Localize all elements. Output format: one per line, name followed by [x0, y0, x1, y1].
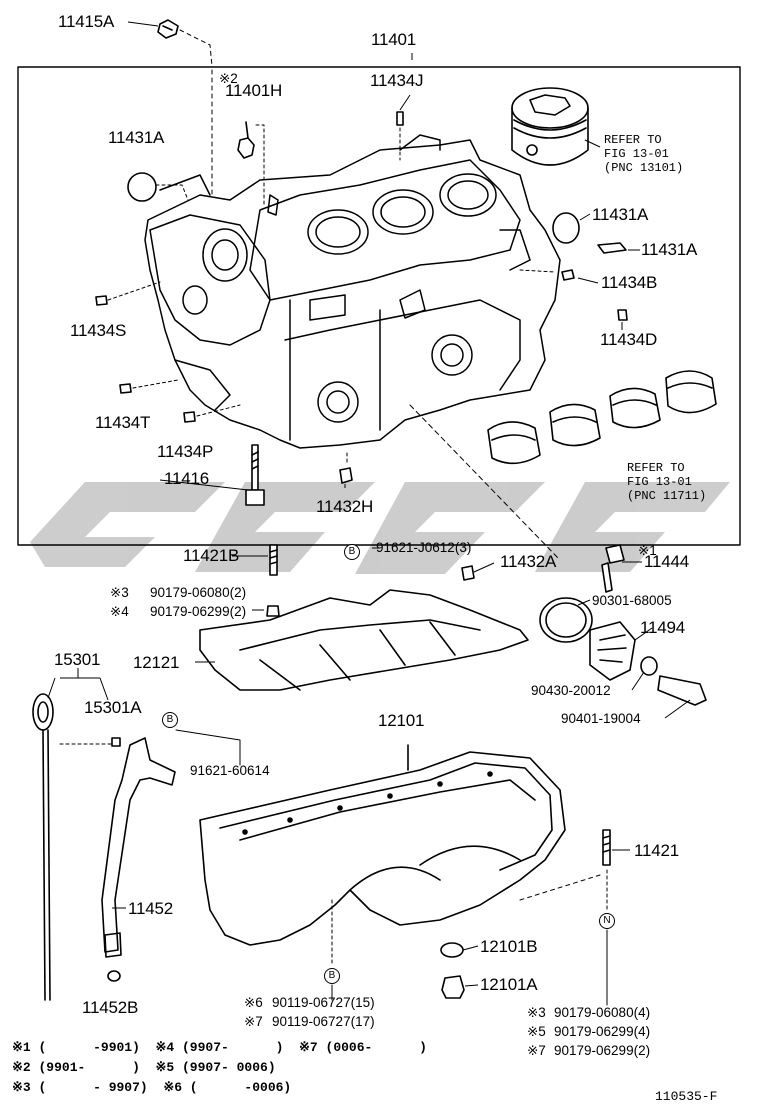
label-11434p: 11434P — [157, 442, 214, 461]
label-11431a-right-2: 11431A — [641, 240, 698, 259]
note-90179-06299-4: 90179-06299(4) — [554, 1024, 651, 1039]
refer-piston-2: FIG 13-01 — [604, 147, 669, 161]
note-mark-7b: ※7 — [527, 1043, 546, 1058]
cylinder-block-drawing — [144, 134, 561, 449]
note-90179-06080-4: 90179-06080(4) — [554, 1005, 651, 1020]
label-11434t: 11434T — [95, 413, 151, 432]
legend-line-1: ※1 ( -9901) ※4 (9907- ) ※7 (0006- ) — [12, 1040, 427, 1055]
bolt-11416-drawing — [245, 444, 265, 506]
label-11444: 11444 — [644, 552, 690, 571]
label-12101b: 12101B — [480, 937, 538, 956]
label-11401h: 11401H — [225, 81, 283, 100]
label-11432h: 11432H — [316, 497, 374, 516]
bearings-drawing — [487, 370, 717, 465]
note-mark-7: ※7 — [244, 1014, 263, 1029]
label-11434s: 11434S — [70, 321, 127, 340]
circle-b-bottom: B — [324, 968, 340, 984]
note-90430-20012: 90430-20012 — [531, 683, 611, 698]
note-mark-3a: ※3 — [110, 585, 129, 600]
note-mark-5b: ※5 — [527, 1024, 546, 1039]
label-15301a: 15301A — [84, 698, 142, 717]
label-11434b: 11434B — [601, 273, 658, 292]
note-90401-19004: 90401-19004 — [561, 711, 641, 726]
legend-line-3: ※3 ( - 9907) ※6 ( -0006) — [12, 1080, 292, 1095]
oil-baffle-drawing — [199, 589, 529, 691]
note-mark-1: ※1 — [638, 543, 657, 558]
note-90179-06299-2b: 90179-06299(2) — [554, 1043, 651, 1058]
refer-bearing-2: FIG 13-01 — [627, 475, 692, 489]
note-90301-68005: 90301-68005 — [592, 593, 672, 608]
piston-drawing — [511, 87, 589, 166]
refer-piston-3: (PNC 13101) — [604, 161, 684, 175]
label-12101a: 12101A — [480, 975, 538, 994]
label-11416: 11416 — [164, 469, 210, 488]
label-11494: 11494 — [640, 618, 686, 637]
refer-piston-1: REFER TO — [604, 133, 662, 147]
label-11434d: 11434D — [600, 330, 658, 349]
label-12121: 12121 — [133, 653, 180, 672]
note-90179-06299-2: 90179-06299(2) — [150, 604, 247, 619]
block-frame — [17, 66, 741, 546]
oil-pan-drawing — [199, 751, 566, 946]
label-11431a-left: 11431A — [108, 128, 165, 147]
circle-n: N — [599, 913, 615, 929]
note-90179-06080-2: 90179-06080(2) — [150, 585, 247, 600]
dipstick-guide-drawing — [101, 737, 176, 958]
refer-bearing-3: (PNC 11711) — [627, 489, 707, 503]
legend-line-2: ※2 (9901- ) ※5 (9907- 0006) — [12, 1060, 276, 1075]
label-11421b: 11421B — [183, 546, 240, 565]
note-91621-j0612: 91621-J0612(3) — [376, 540, 472, 555]
oil-pump-drawing — [589, 621, 636, 681]
label-11432a: 11432A — [500, 552, 557, 571]
label-11415a: 11415A — [58, 12, 115, 31]
dipstick-drawing — [32, 693, 54, 1001]
note-mark-2: ※2 — [219, 71, 238, 86]
bolt-11415a-drawing — [157, 19, 179, 39]
label-11452: 11452 — [128, 899, 174, 918]
sensor-11401h-drawing — [237, 121, 255, 159]
label-11401: 11401 — [371, 30, 417, 49]
label-15301: 15301 — [54, 650, 101, 669]
circle-b-mid: B — [162, 712, 178, 728]
note-mark-6: ※6 — [244, 995, 263, 1010]
note-mark-3b: ※3 — [527, 1005, 546, 1020]
note-91621-60614: 91621-60614 — [190, 763, 270, 778]
label-11452b: 11452B — [82, 998, 139, 1017]
circle-b-top: B — [344, 544, 360, 560]
label-11421: 11421 — [634, 841, 680, 860]
note-90119-06727-15: 90119-06727(15) — [272, 995, 375, 1010]
note-90119-06727-17: 90119-06727(17) — [272, 1014, 375, 1029]
figure-id: 110535-F — [655, 1089, 718, 1104]
refer-bearing-1: REFER TO — [627, 461, 685, 475]
note-mark-4a: ※4 — [110, 604, 129, 619]
label-12101: 12101 — [378, 711, 425, 730]
label-11434j: 11434J — [370, 71, 424, 90]
label-11431a-right-1: 11431A — [592, 205, 649, 224]
